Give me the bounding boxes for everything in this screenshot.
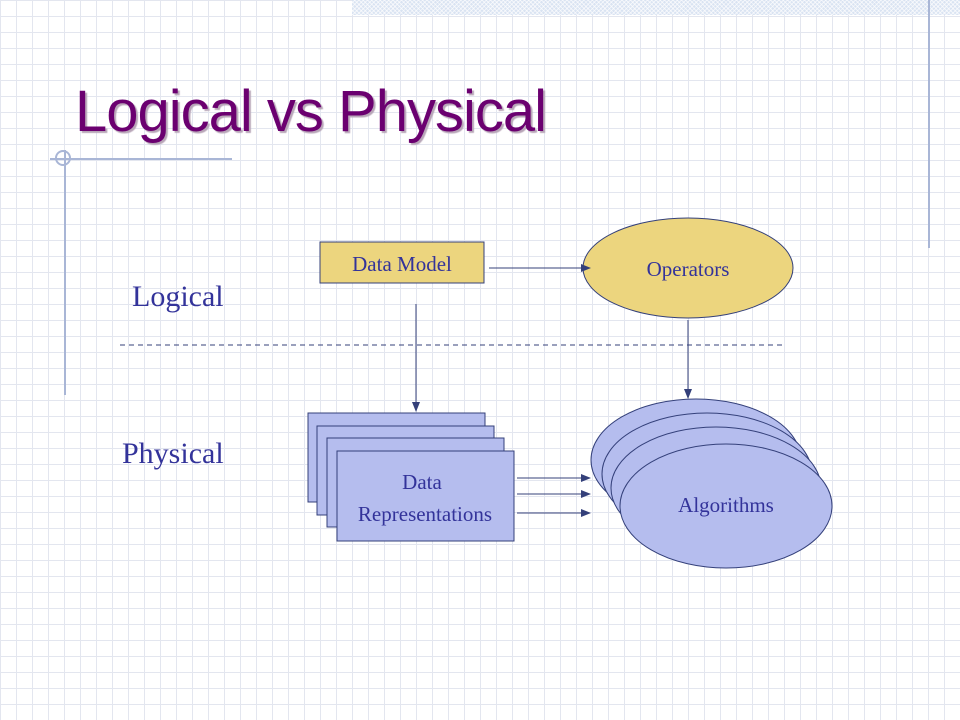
data-representations-label-line2: Representations [358, 502, 492, 526]
algorithm-ellipse-front [619, 443, 833, 569]
operators-label: Operators [647, 257, 730, 281]
data-representations-stack: Data Representations [307, 412, 515, 542]
corner-circle-ornament [55, 150, 71, 166]
algorithms-label: Algorithms [678, 493, 774, 517]
logical-layer-label: Logical [132, 280, 224, 313]
algorithms-stack: Algorithms [590, 398, 833, 569]
data-model-node: Data Model [319, 241, 485, 284]
left-decorative-rule [64, 150, 66, 395]
top-decorative-bar [352, 0, 960, 15]
right-decorative-rule [928, 0, 930, 248]
data-representations-label-line1: Data [402, 470, 442, 494]
slide-title: Logical vs Physical [75, 79, 547, 144]
physical-layer-label: Physical [122, 437, 224, 470]
data-model-label: Data Model [352, 252, 452, 276]
operators-node: Operators [582, 217, 794, 319]
title-underline-rule [50, 158, 232, 160]
representation-card-front [336, 450, 515, 542]
